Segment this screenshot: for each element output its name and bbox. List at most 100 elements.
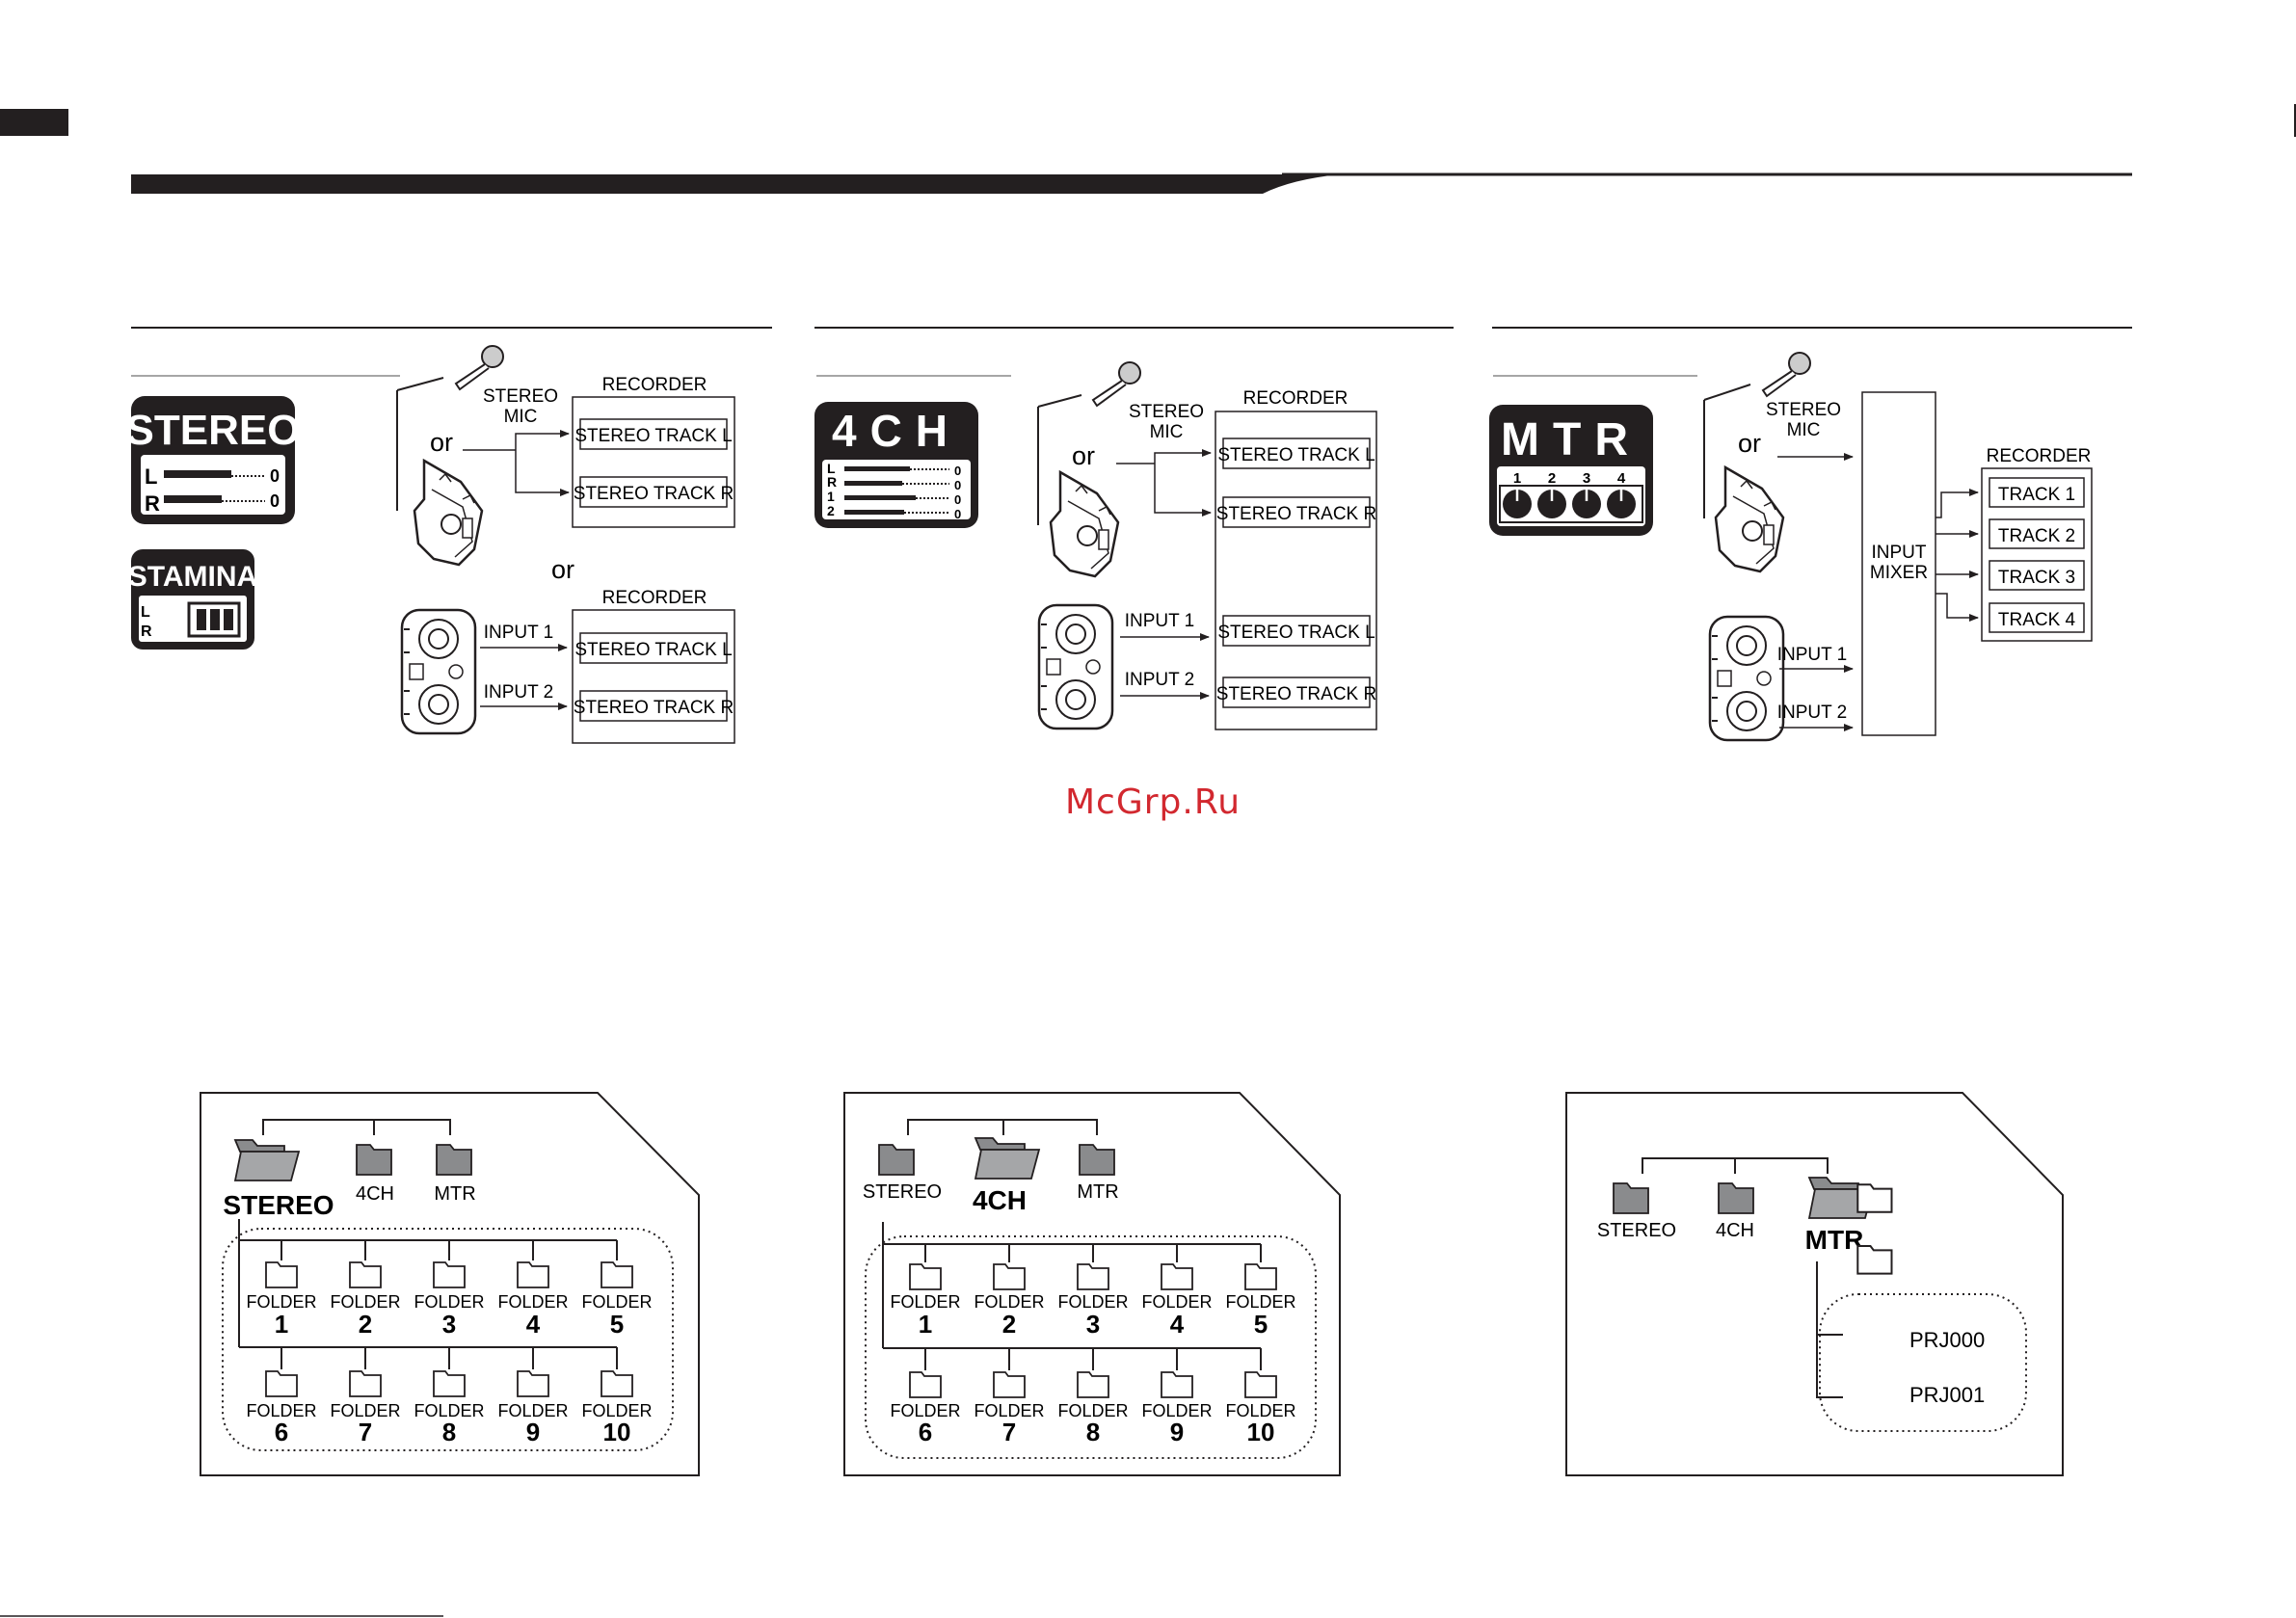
meter-r-label: R [145, 491, 160, 516]
stamina-l-label: L [141, 604, 150, 621]
stereo-folder-icon [878, 1144, 915, 1176]
4ch-input1-label: INPUT 1 [1125, 611, 1195, 631]
folder-word-label: FOLDER [974, 1401, 1044, 1420]
folder-word-label: FOLDER [1225, 1292, 1295, 1312]
stereo-folder-icon [1613, 1182, 1649, 1214]
4ch-zero: 0 [954, 507, 961, 521]
folder-number-label: 5 [1254, 1310, 1268, 1339]
4ch-zero: 0 [954, 478, 961, 492]
4ch-mic-icon [1092, 361, 1141, 407]
folder-number-label: 4 [1170, 1310, 1185, 1339]
track-box [1989, 560, 2085, 591]
folder-4ch-label: 4CH [356, 1183, 394, 1205]
4ch-badge-label: 4CH [832, 406, 961, 456]
folder-number-label: 7 [359, 1418, 372, 1446]
folder-icon [1244, 1371, 1277, 1398]
folder-word-label: FOLDER [330, 1401, 400, 1420]
4ch-meter-2: 2 [827, 503, 835, 518]
folder-word-label: FOLDER [890, 1292, 960, 1312]
folder-number-label: 8 [1086, 1418, 1100, 1446]
track-box [1989, 518, 2085, 549]
folder-icon [265, 1261, 298, 1288]
stereo-badge-label: STEREO [126, 407, 301, 454]
folder-number-label: 3 [442, 1310, 456, 1339]
track-box [1222, 496, 1371, 528]
4ch-folder-icon [356, 1144, 392, 1176]
mtr-stereo-mic-label: STEREO [1766, 400, 1841, 420]
page-tab-marker [0, 109, 68, 136]
mtr-track-1: TRACK 1 [1998, 485, 2075, 505]
folder-icon [517, 1370, 549, 1397]
mtr-folder-icon [436, 1144, 472, 1176]
folder-icon [433, 1261, 466, 1288]
input1-label: INPUT 1 [484, 623, 554, 643]
4ch-recorder-label: RECORDER [1243, 388, 1348, 409]
4ch-meter-1: 1 [827, 489, 835, 504]
stereo-mic-label2: MIC [504, 407, 538, 427]
folder-icon [993, 1371, 1026, 1398]
folder-word-label: FOLDER [1225, 1401, 1295, 1420]
knob-icon [1537, 490, 1566, 518]
stereo-track-l-2: STEREO TRACK L [574, 640, 732, 660]
mtr-badge-label: MTR [1501, 414, 1642, 465]
folder-diagram-mtr: STEREO 4CH MTR PRJ000 PRJ001 [1565, 1092, 2064, 1476]
folder-word-label: FOLDER [581, 1292, 652, 1312]
folder-number-label: 3 [1086, 1310, 1100, 1339]
stereo-track-l: STEREO TRACK L [574, 426, 732, 446]
stereo-track-r-2: STEREO TRACK R [574, 698, 734, 718]
folder-word-label: FOLDER [330, 1292, 400, 1312]
folder-icon [1161, 1263, 1193, 1290]
folder-word-label: FOLDER [1057, 1401, 1128, 1420]
folder-stereo-label: STEREO [863, 1181, 942, 1203]
prj000-label: PRJ000 [1909, 1328, 1985, 1352]
folder-icon [349, 1370, 382, 1397]
folder-stereo-label: STEREO [223, 1190, 334, 1220]
4ch-xy-capsule-icon [1049, 470, 1120, 578]
meter-zero-r: 0 [270, 491, 280, 511]
stereo-track-r: STEREO TRACK R [574, 484, 734, 504]
4ch-track-l-2: STEREO TRACK L [1217, 623, 1375, 643]
folder-4ch-label: 4CH [1716, 1220, 1754, 1241]
folder-mtr-label: MTR [434, 1183, 475, 1205]
knob-icon [1607, 490, 1636, 518]
folder-icon [517, 1261, 549, 1288]
mtr-recorder-label: RECORDER [1987, 446, 2092, 466]
track-box [1222, 615, 1371, 647]
battery-icon [187, 601, 241, 638]
4ch-xlr-input-icon [1037, 603, 1114, 730]
prj001-label: PRJ001 [1909, 1383, 1985, 1407]
knob-number-4: 4 [1617, 470, 1626, 487]
mtr-mode-badge: MTR 1 2 3 4 [1489, 405, 1653, 536]
or-label-1: or [430, 428, 453, 457]
mtr-or-label: or [1738, 429, 1761, 458]
folder-stereo-label: STEREO [1597, 1220, 1676, 1241]
mtr-mic-icon [1762, 352, 1811, 397]
stereo-mic-label: STEREO [483, 386, 558, 407]
folder-diagram-stereo: STEREO 4CH MTR FOLDER1FOLDER2FOLDER3FOLD… [200, 1092, 700, 1476]
4ch-folder-icon [1718, 1182, 1754, 1214]
mtr-folder-icon [1079, 1144, 1115, 1176]
folder-number-label: 9 [526, 1418, 540, 1446]
xy-mic-capsule-icon [413, 459, 484, 567]
folder-word-label: FOLDER [497, 1401, 568, 1420]
recorder-label-1: RECORDER [602, 375, 707, 395]
4ch-or-label: or [1072, 441, 1095, 470]
knob-icon [1503, 490, 1532, 518]
folder-icon [909, 1371, 942, 1398]
stamina-mode-badge: STAMINA L R [128, 549, 257, 650]
prj000-folder-icon [1856, 1183, 1893, 1213]
folder-icon [601, 1261, 633, 1288]
recorder-label-2: RECORDER [602, 588, 707, 608]
stereo-mic-icon [455, 345, 504, 390]
stereo-mode-badge: STEREO L R 0 0 [126, 396, 301, 524]
4ch-track-l: STEREO TRACK L [1217, 445, 1375, 465]
folder-number-label: 1 [919, 1310, 932, 1339]
folder-number-label: 6 [275, 1418, 288, 1446]
folder-word-label: FOLDER [1057, 1292, 1128, 1312]
4ch-input2-label: INPUT 2 [1125, 670, 1195, 690]
input-mixer-box [1861, 391, 1936, 736]
folder-icon [1077, 1371, 1109, 1398]
stamina-badge-label: STAMINA [128, 561, 257, 593]
folder-mtr-label: MTR [1077, 1181, 1118, 1203]
